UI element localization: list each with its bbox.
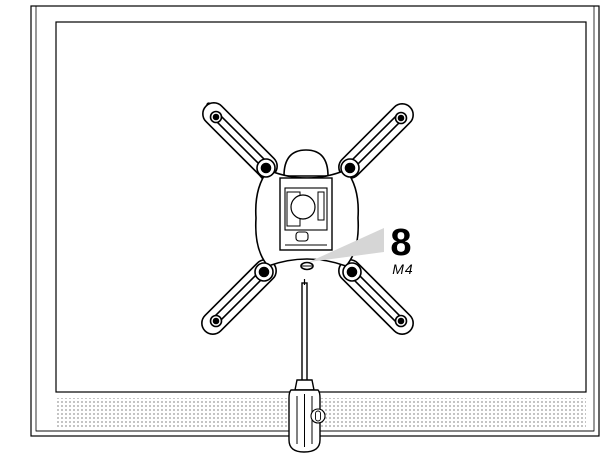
bracket-knob-bottom-right <box>342 262 362 282</box>
screw-quantity-label: 8 <box>390 222 412 264</box>
screwdriver-icon <box>288 279 326 453</box>
callout-wedge <box>309 228 384 262</box>
bracket-arm-top-left <box>202 102 278 180</box>
bracket-knob-bottom-left <box>254 262 274 282</box>
screw-icon <box>300 261 314 271</box>
bracket-knob-top-left <box>256 158 276 178</box>
bracket-dome <box>283 149 329 177</box>
bracket-knob-top-right <box>340 158 360 178</box>
vesa-bracket-icon <box>201 102 414 335</box>
screw-size-label: M4 <box>392 261 414 277</box>
